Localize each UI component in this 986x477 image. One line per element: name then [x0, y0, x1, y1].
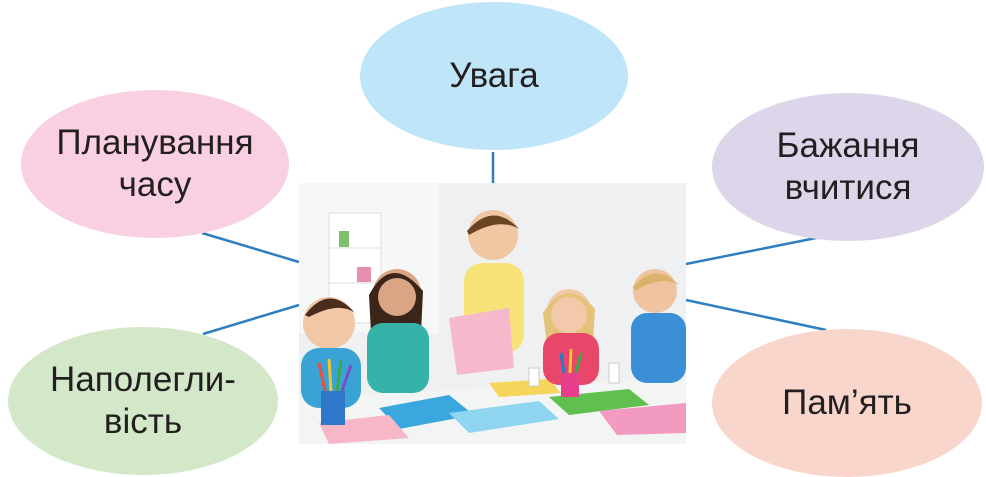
connector-desire: [685, 234, 827, 266]
node-desire-to-learn-label-line1: Бажання: [776, 126, 920, 165]
connector-persistence: [202, 303, 300, 336]
node-time-planning-label-line1: Планування: [56, 123, 254, 162]
node-persistence: Наполегли- вість: [8, 327, 278, 475]
node-time-planning: Планування часу: [21, 90, 289, 238]
node-desire-to-learn: Бажання вчитися: [712, 93, 984, 241]
node-time-planning-label-line2: часу: [118, 165, 192, 204]
node-memory-label: Пам’ять: [782, 383, 912, 422]
node-persistence-label-line2: вість: [103, 402, 183, 441]
connector-planning: [201, 231, 300, 264]
node-desire-to-learn-label-line2: вчитися: [784, 168, 912, 207]
node-memory: Пам’ять: [712, 329, 982, 477]
connector-memory: [685, 298, 827, 332]
children-at-table-photo: [299, 183, 686, 444]
node-attention-label: Увага: [449, 56, 539, 95]
node-attention: Увага: [360, 2, 628, 150]
node-persistence-label-line1: Наполегли-: [50, 360, 236, 399]
